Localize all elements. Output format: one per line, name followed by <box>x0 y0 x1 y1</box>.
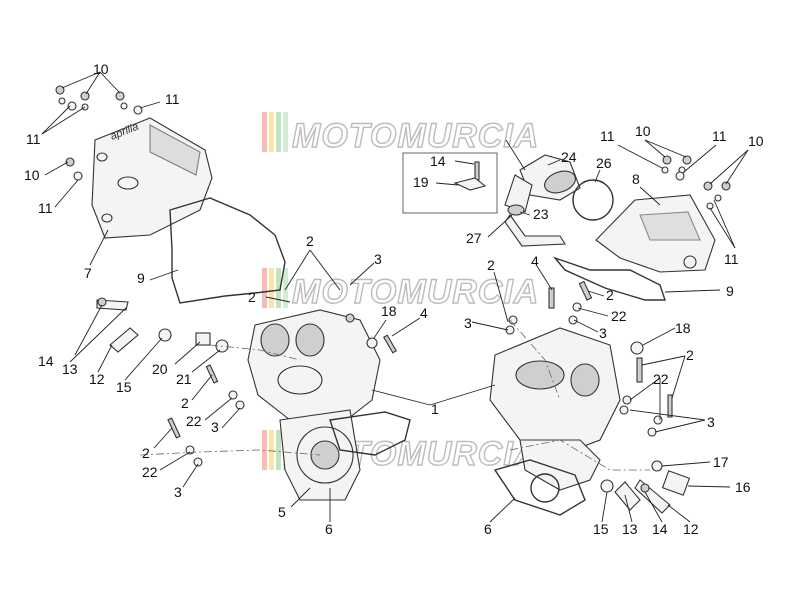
callout-21: 21 <box>176 371 192 387</box>
hose-fitting-right <box>600 479 671 514</box>
valve-cover-left: aprilia <box>91 117 213 239</box>
valve-cover-gasket-right <box>552 256 666 301</box>
callout-11-c: 11 <box>38 200 53 216</box>
callout-2-d: 2 <box>142 445 150 461</box>
callout-9-a: 9 <box>137 270 145 286</box>
bolt-clip-detail <box>453 161 487 191</box>
callout-14-a: 14 <box>38 353 54 369</box>
callout-3-c: 3 <box>174 484 182 500</box>
bolts-right-head <box>505 280 673 437</box>
callout-3-d: 3 <box>464 315 472 331</box>
svg-text:MOTOMURCIA: MOTOMURCIA <box>292 117 539 155</box>
hose-fitting-left <box>96 297 229 353</box>
callout-10-a: 10 <box>93 61 109 77</box>
callout-2-f: 2 <box>606 287 614 303</box>
callout-19: 19 <box>413 174 429 190</box>
callout-13-b: 13 <box>622 521 638 537</box>
callout-24: 24 <box>561 149 577 165</box>
watermark-middle: MOTOMURCIA <box>262 268 539 312</box>
callout-18-a: 18 <box>381 303 397 319</box>
callout-11-e: 11 <box>712 128 727 144</box>
cylinder-head-right <box>489 327 621 491</box>
callout-15-a: 15 <box>116 379 132 395</box>
callout-10-b: 10 <box>24 167 40 183</box>
callout-10-d: 10 <box>748 133 764 149</box>
callout-12-b: 12 <box>683 521 699 537</box>
callout-11-d: 11 <box>600 128 615 144</box>
callout-2-e: 2 <box>487 257 495 273</box>
callout-6-b: 6 <box>484 521 492 537</box>
valve-cover-right <box>595 194 716 273</box>
callout-7: 7 <box>84 265 92 281</box>
callout-14-b: 14 <box>430 153 446 169</box>
callout-14-c: 14 <box>652 521 668 537</box>
callout-20: 20 <box>152 361 168 377</box>
callout-11-b: 11 <box>26 131 41 147</box>
centerline-left <box>139 449 321 456</box>
temperature-sensor <box>651 460 691 496</box>
callout-3-e: 3 <box>599 325 607 341</box>
valve-cover-gasket-left <box>169 197 286 304</box>
callout-6-a: 6 <box>325 521 333 537</box>
callout-2-b: 2 <box>248 289 256 305</box>
callout-18-b: 18 <box>675 320 691 336</box>
callout-4-a: 4 <box>420 305 428 321</box>
svg-text:MOTOMURCIA: MOTOMURCIA <box>292 273 539 311</box>
callout-1: 1 <box>431 401 439 417</box>
callout-16: 16 <box>735 479 751 495</box>
callout-15-b: 15 <box>593 521 609 537</box>
callout-5: 5 <box>278 504 286 520</box>
head-gasket-right-bore <box>530 473 560 503</box>
callout-12-a: 12 <box>89 371 105 387</box>
callout-9-b: 9 <box>726 283 734 299</box>
leader-lines <box>41 71 749 523</box>
callout-labels: 10 11 11 10 11 7 9 2 3 2 18 4 14 13 12 1… <box>24 61 764 537</box>
detail-box-center <box>402 152 498 214</box>
head-gasket-left <box>329 411 411 456</box>
callout-2-a: 2 <box>306 233 314 249</box>
callout-11-f: 11 <box>724 251 739 267</box>
bolts-left-head <box>167 313 397 467</box>
hose-clamp <box>507 204 525 216</box>
callout-4-b: 4 <box>531 253 539 269</box>
callout-22-a: 22 <box>186 413 202 429</box>
callout-22-c: 22 <box>611 308 627 324</box>
o-ring-26 <box>572 179 614 221</box>
callout-13-a: 13 <box>62 361 78 377</box>
callout-3-b: 3 <box>211 419 219 435</box>
intake-boot <box>504 154 581 213</box>
centerline-right-2 <box>509 319 561 401</box>
callout-2-g: 2 <box>686 347 694 363</box>
callout-22-d: 22 <box>653 371 669 387</box>
callout-23: 23 <box>533 206 549 222</box>
callout-17: 17 <box>713 454 729 470</box>
callout-3-a: 3 <box>374 251 382 267</box>
callout-10-c: 10 <box>635 123 651 139</box>
callout-11-a: 11 <box>165 91 180 107</box>
bolt-group-top-right <box>661 155 731 210</box>
callout-2-c: 2 <box>181 395 189 411</box>
head-gasket-right <box>493 459 586 516</box>
callout-26: 26 <box>596 155 612 171</box>
centerline-left-2 <box>209 344 301 361</box>
centerline-right <box>509 439 650 471</box>
callout-8: 8 <box>632 171 640 187</box>
callout-22-b: 22 <box>142 464 158 480</box>
watermark-top: MOTOMURCIA <box>262 112 539 156</box>
bolt-group-top-left <box>55 85 143 181</box>
callout-27: 27 <box>466 230 482 246</box>
callout-3-f: 3 <box>707 414 715 430</box>
